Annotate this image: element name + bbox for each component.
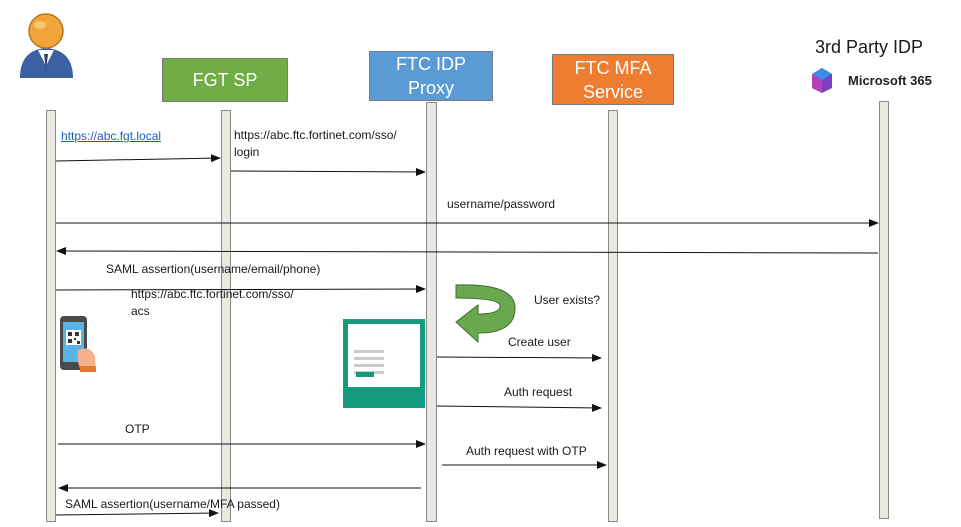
msg-create-user: Create user (508, 335, 571, 349)
third-party-idp-lifeline (879, 101, 889, 519)
msg-username-password: username/password (447, 197, 556, 211)
ftc-mfa-box: FTC MFA Service (552, 54, 674, 105)
msg-acs-line2: acs (131, 304, 150, 318)
phone-qr-icon (60, 316, 96, 372)
user-lifeline (46, 110, 56, 522)
sign-up-button-mark (356, 372, 374, 378)
msg-sso-login-line2: login (234, 145, 260, 159)
fgt-sp-lifeline (221, 110, 231, 522)
fgt-sp-label: FGT SP (192, 70, 258, 90)
arrow-m1 (55, 154, 221, 163)
msg-user-exists: User exists? (534, 293, 601, 307)
arrow-return-idp (56, 247, 879, 256)
msg-auth-request-otp: Auth request with OTP (466, 444, 587, 458)
msg-auth-request: Auth request (504, 385, 573, 399)
arrow-m7 (436, 353, 602, 362)
msg-acs-line1: https://abc.ftc.fortinet.com/sso/ (131, 287, 294, 301)
microsoft-365-label: Microsoft 365 (848, 73, 932, 88)
msg-fgt-url[interactable]: https://abc.fgt.local (61, 129, 162, 143)
fgt-sp-box: FGT SP (162, 58, 288, 102)
msg-saml-mfa-passed: SAML assertion(username/MFA passed) (65, 497, 280, 511)
msg-saml-assertion: SAML assertion(username/email/phone) (106, 262, 321, 276)
form-field (354, 350, 384, 353)
arrow-m4 (55, 285, 426, 294)
curved-arrow-icon (455, 284, 516, 344)
ftc-idp-lifeline (426, 102, 437, 522)
msg-sso-login-line1: https://abc.ftc.fortinet.com/sso/ (234, 128, 397, 142)
form-field (354, 364, 384, 367)
arrow-m11 (55, 509, 219, 518)
ftc-mfa-label: FTC MFA Service (574, 57, 652, 102)
user-avatar-icon (20, 13, 73, 78)
third-party-idp-title: 3rd Party IDP (815, 37, 924, 57)
microsoft-365-logo-icon (812, 68, 832, 93)
sign-up-form-thumbnail (343, 319, 425, 408)
form-field (354, 357, 384, 360)
arrow-m2 (230, 167, 426, 176)
msg-otp: OTP (125, 422, 150, 436)
ftc-idp-label: FTC IDP Proxy (396, 54, 466, 98)
ftc-idp-box: FTC IDP Proxy (369, 51, 493, 101)
arrow-m8 (436, 403, 602, 412)
ftc-mfa-lifeline (608, 110, 618, 522)
sign-up-card (348, 324, 420, 388)
